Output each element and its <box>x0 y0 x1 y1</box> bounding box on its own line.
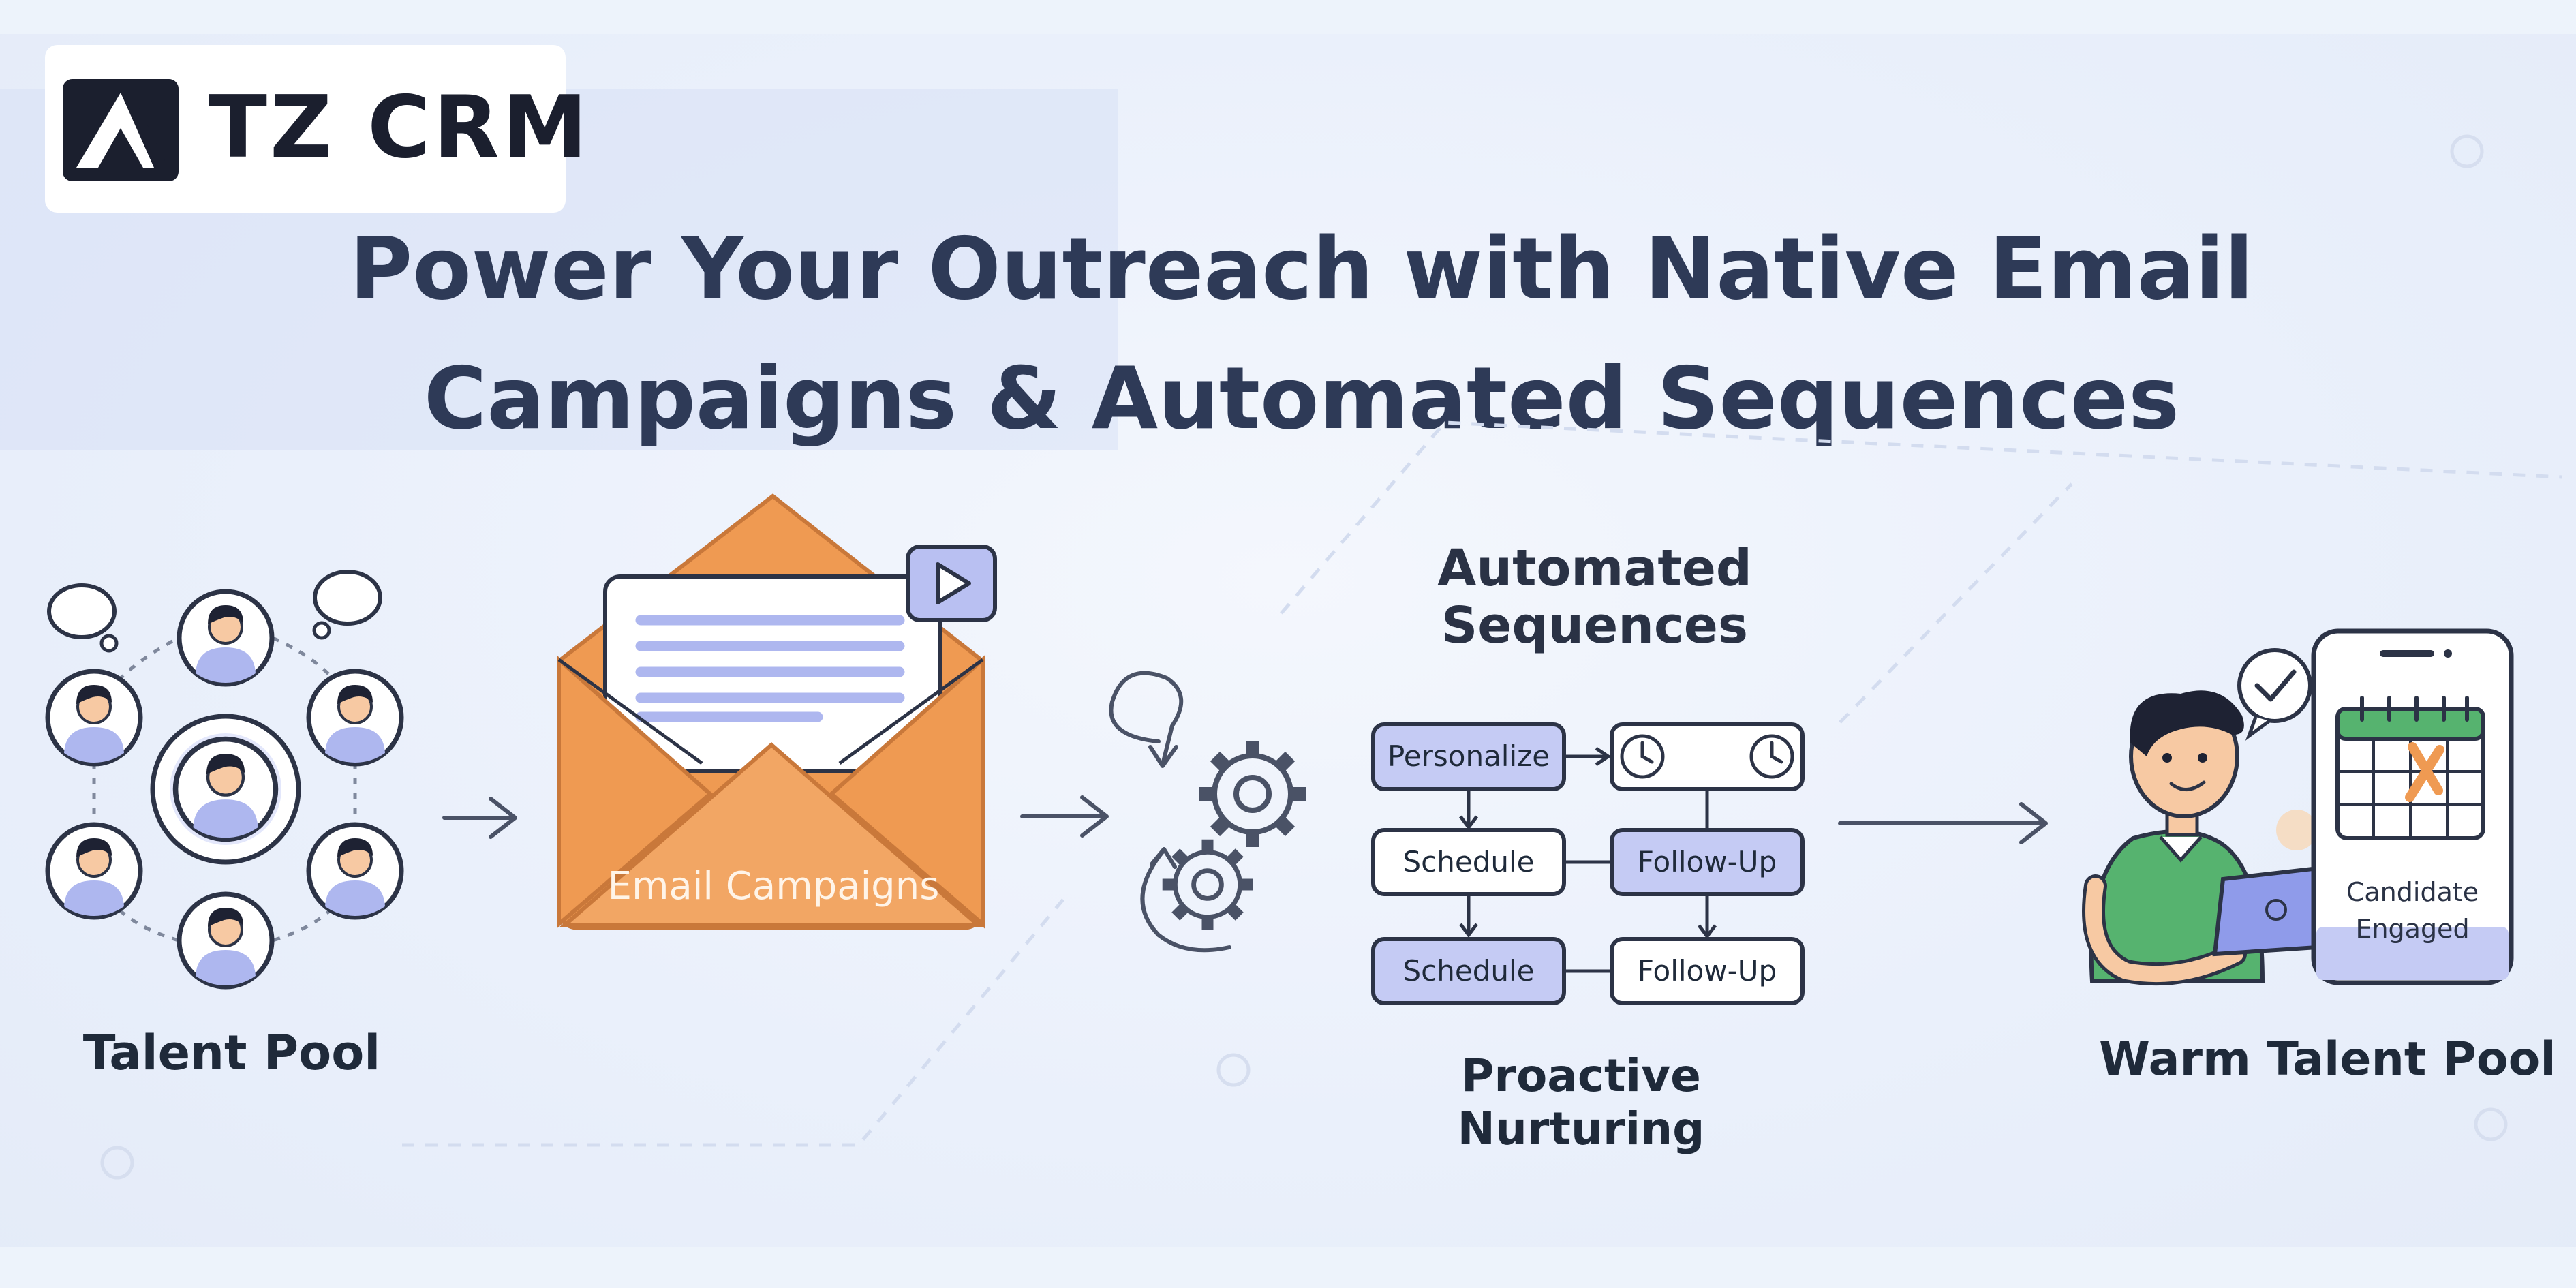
checkmark-icon <box>2237 648 2312 741</box>
envelope-icon <box>557 493 985 930</box>
top-band <box>0 0 2576 34</box>
clock-icon <box>1620 734 1665 779</box>
sequence-flowchart <box>1371 722 1805 1005</box>
gear-icon <box>1199 741 1306 847</box>
phone-status-line1: Candidate <box>2346 877 2479 907</box>
proactive-nurturing-label: Proactive Nurturing <box>1390 1049 1772 1156</box>
proactive-nurturing-line1: Proactive <box>1461 1049 1701 1102</box>
person-icon <box>176 739 276 840</box>
step-schedule-1: Schedule <box>1402 845 1535 878</box>
phone-screen <box>2311 628 2514 985</box>
decorative-dashed-lines <box>402 420 2563 1147</box>
logo-mark-icon <box>63 79 179 181</box>
step-follow-up-1: Follow-Up <box>1637 845 1777 878</box>
automated-sequences-line2: Sequences <box>1441 596 1749 655</box>
phone-status-line2: Engaged <box>2355 914 2470 944</box>
logo-text: TZ CRM <box>209 77 591 177</box>
talent-pool-network <box>47 570 401 987</box>
flow-arrows <box>442 795 2048 844</box>
person-icon <box>179 592 272 684</box>
talent-pool-label: Talent Pool <box>82 1025 381 1081</box>
title-line-2: Campaigns & Automated Sequences <box>423 348 2180 448</box>
automated-sequences-line1: Automated <box>1437 539 1752 598</box>
person-icon <box>309 825 401 917</box>
step-schedule-2: Schedule <box>1402 954 1535 987</box>
play-icon <box>906 545 997 622</box>
engaged-candidate-illustration <box>2082 690 2333 986</box>
cycle-arrow-icon <box>1109 671 1231 953</box>
brand-logo: TZ CRM <box>45 45 587 213</box>
step-follow-up-2: Follow-Up <box>1637 954 1777 987</box>
bottom-band <box>0 1247 2576 1288</box>
title-line-1: Power Your Outreach with Native Email <box>349 219 2254 319</box>
thought-bubble-icon <box>47 583 119 653</box>
decorative-circles <box>100 134 2508 1180</box>
email-campaigns-label: Email Campaigns <box>607 864 940 908</box>
proactive-nurturing-line2: Nurturing <box>1457 1103 1705 1155</box>
person-icon <box>48 825 140 917</box>
person-icon <box>48 671 140 764</box>
gear-icon <box>1163 840 1253 930</box>
page-title: Power Your Outreach with Native Email Ca… <box>273 204 2331 463</box>
person-icon <box>179 894 272 987</box>
calendar-icon <box>2335 696 2485 840</box>
step-personalize: Personalize <box>1387 739 1550 773</box>
phone-status-text: Candidate Engaged <box>2314 874 2511 947</box>
thought-bubble-icon <box>312 570 382 640</box>
automated-sequences-title: Automated Sequences <box>1390 540 1799 654</box>
clock-icon <box>1749 734 1794 779</box>
warm-talent-pool-label: Warm Talent Pool <box>2099 1032 2556 1086</box>
person-icon <box>309 671 401 764</box>
